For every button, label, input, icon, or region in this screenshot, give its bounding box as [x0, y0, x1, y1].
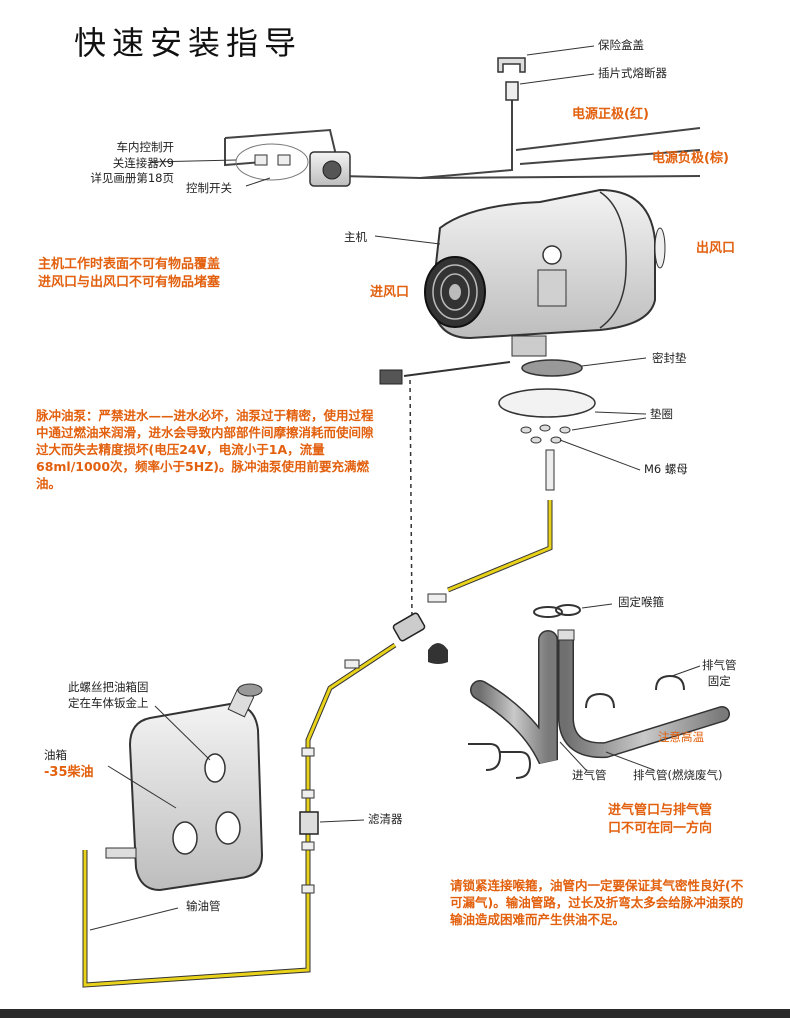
washer-label: 垫圈 — [650, 407, 673, 421]
fuel-line-label: 输油管 — [186, 899, 221, 913]
intake-exhaust-note: 进气管口与排气管 口不可在同一方向 — [608, 802, 712, 837]
exhaust-fix-label: 排气管 固定 — [702, 658, 737, 689]
air-inlet-label: 进风口 — [370, 285, 410, 300]
pump-bracket — [379, 361, 511, 621]
filter-label: 滤清器 — [368, 812, 403, 826]
control-switch — [309, 151, 351, 187]
fuse-box-cover — [497, 45, 595, 73]
control-switch-label: 控制开关 — [186, 181, 232, 195]
gasket-label: 密封垫 — [652, 351, 687, 365]
tank-screw-line1: 此螺丝把油箱固 — [68, 680, 149, 694]
intake-exhaust-pipes — [470, 629, 730, 765]
tank-label: 油箱 -35柴油 — [44, 748, 94, 781]
blade-fuse-label: 插片式熔断器 — [598, 66, 667, 80]
control-connector — [149, 143, 309, 187]
fuel-filter — [299, 811, 365, 835]
fuel-line — [82, 500, 553, 988]
fuse-box-cover-label: 保险盒盖 — [598, 38, 644, 52]
exhaust-fix-line2: 固定 — [707, 673, 731, 688]
clamp-label: 固定喉箍 — [618, 595, 664, 609]
power-wiring — [224, 100, 701, 180]
nut-label: M6 螺母 — [644, 462, 688, 476]
connector-label: 车内控制开 关连接器X9 详见画册第18页 — [90, 140, 175, 187]
pipe-clamps — [468, 603, 701, 779]
intake-pipe-label: 进气管 — [572, 768, 607, 782]
surface-note-line1: 主机工作时表面不可有物品覆盖 — [38, 257, 221, 272]
tank-screw-line2: 定在车体钣金上 — [68, 695, 149, 710]
fuel-tank — [105, 683, 264, 892]
exhaust-fix-line1: 排气管 — [702, 658, 737, 672]
caution-hot-label: 注意高温 — [658, 730, 704, 744]
bottom-border — [0, 1009, 790, 1018]
tank-screw-label: 此螺丝把油箱固 定在车体钣金上 — [68, 680, 149, 711]
surface-note: 主机工作时表面不可有物品覆盖 进风口与出风口不可有物品堵塞 — [38, 256, 220, 291]
pulse-pump-note: 脉冲油泵：严禁进水——进水必坏，油泵过于精密，使用过程中通过燃油来润滑，进水会导… — [36, 408, 374, 491]
washers-nuts — [520, 417, 647, 471]
surface-note-line2: 进风口与出风口不可有物品堵塞 — [38, 274, 221, 290]
intake-exhaust-note-line2: 口不可在同一方向 — [608, 820, 713, 836]
power-positive-label: 电源正极(红) — [572, 107, 649, 122]
intake-exhaust-note-line1: 进气管口与排气管 — [608, 803, 713, 818]
air-inlet-grille — [424, 256, 486, 328]
main-heater-unit — [374, 188, 666, 357]
connector-label-line1: 车内控制开 — [116, 140, 175, 154]
clamp-note: 请锁紧连接喉箍，油管内一定要保证其气密性良好(不可漏气)。输油管路，过长及折弯太… — [450, 878, 744, 927]
tank-label-line2: -35柴油 — [44, 764, 94, 780]
blade-fuse — [505, 73, 595, 101]
gasket — [521, 357, 647, 377]
power-negative-label: 电源负极(棕) — [652, 151, 729, 166]
page-title: 快速安装指导 — [74, 24, 303, 62]
fuel-fittings — [301, 449, 555, 894]
connector-label-line3: 详见画册第18页 — [90, 171, 174, 186]
exhaust-pipe-label: 排气管(燃烧废气) — [633, 768, 723, 782]
pulse-pump — [392, 612, 448, 664]
mount-plate — [498, 388, 647, 418]
air-outlet-label: 出风口 — [696, 241, 736, 256]
connector-label-line2: 关连接器X9 — [112, 155, 174, 170]
tank-label-line1: 油箱 — [44, 748, 67, 762]
main-unit-label: 主机 — [344, 230, 367, 244]
fuel-line-pointer — [89, 907, 179, 931]
